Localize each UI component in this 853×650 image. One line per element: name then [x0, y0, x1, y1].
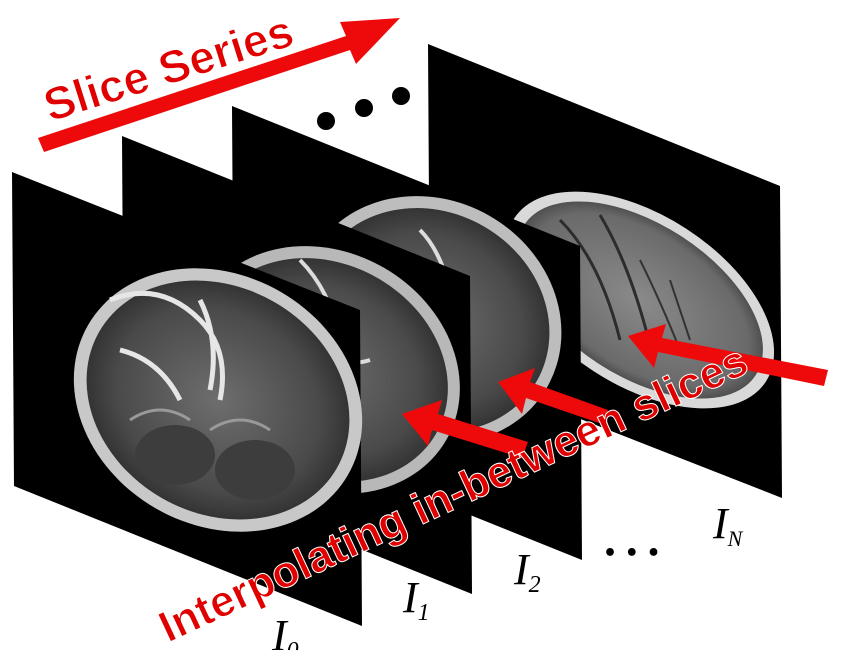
interp-arrows [402, 324, 828, 458]
interp-arrow-2 [498, 368, 608, 424]
interp-arrow-3 [628, 324, 828, 386]
ellipsis-mid: • • • [603, 541, 661, 566]
interp-arrow-1 [402, 400, 528, 458]
slice-label-n: IN [712, 499, 744, 551]
slice-series-arrow [38, 18, 400, 152]
ellipsis-top [317, 87, 410, 130]
slice-label-0: I0 [271, 611, 299, 650]
slice-0 [12, 172, 363, 626]
brain-image-0 [73, 268, 363, 532]
slice-label-1: I1 [402, 573, 430, 626]
slice-label-2: I2 [513, 545, 541, 598]
